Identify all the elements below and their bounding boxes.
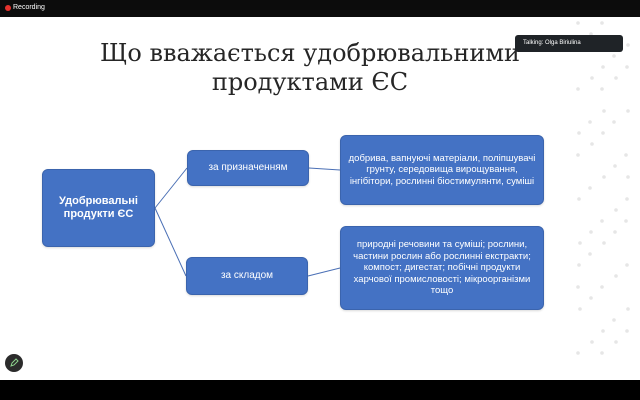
decorative-dot [600,351,604,355]
decorative-dot [612,318,616,322]
decorative-dot [577,131,581,135]
connector-root-b1 [154,167,188,209]
decorative-dot [601,65,605,69]
decorative-dot [613,230,617,234]
decorative-dot [624,219,628,223]
root-node: Удобрювальні продукти ЄС [42,169,155,247]
decorative-dot [601,131,605,135]
branch-node-composition: за складом [186,257,308,295]
decorative-dot [589,230,593,234]
shared-slide: Що вважається удобрювальними продуктами … [0,17,640,380]
decorative-dot [626,43,630,47]
decorative-dot [576,285,580,289]
decorative-dot [576,153,580,157]
decorative-dot [624,153,628,157]
decorative-dot [600,21,604,25]
decorative-dot [577,197,581,201]
decorative-dot [612,54,616,58]
connector-b1-d1 [308,167,341,171]
talking-indicator: Talking: Olga Biriulina [515,35,623,52]
decorative-dot [578,241,582,245]
decorative-dot [590,142,594,146]
decorative-dot [612,120,616,124]
decorative-dot [614,208,618,212]
connector-b2-d2 [307,267,341,277]
decorative-dot [578,307,582,311]
decorative-dot [614,76,618,80]
decorative-dot [602,175,606,179]
annotate-button[interactable] [5,354,23,372]
decorative-dot [626,175,630,179]
decorative-dot [614,274,618,278]
recording-label: Recording [13,4,45,11]
decorative-dot [576,21,580,25]
detail-node-composition: природні речовини та суміші; рослини, ча… [340,226,544,310]
decorative-dot [600,285,604,289]
decorative-dot [625,65,629,69]
decorative-dot [602,109,606,113]
decorative-dot [577,263,581,267]
record-dot-icon [5,5,11,11]
diagram-connectors [154,167,341,277]
decorative-dot [625,329,629,333]
decorative-dot [576,87,580,91]
decorative-dot [625,263,629,267]
pen-icon [10,358,19,367]
decorative-dot [625,197,629,201]
decorative-dot [601,329,605,333]
decorative-dot [613,164,617,168]
decorative-dot [600,87,604,91]
decorative-dot [590,340,594,344]
decorative-dot [589,296,593,300]
connector-root-b2 [154,207,187,277]
bottom-bar [0,380,640,400]
recording-bar: Recording [0,0,640,17]
decorative-dot [588,252,592,256]
decorative-dot [602,241,606,245]
decorative-dot [626,307,630,311]
decorative-dot [576,351,580,355]
decorative-dot [590,76,594,80]
decorative-dot [600,219,604,223]
detail-node-purpose: добрива, вапнуючі матеріали, поліпшувачі… [340,135,544,205]
decorative-dot [588,120,592,124]
decorative-dot [614,340,618,344]
branch-node-purpose: за призначенням [187,150,309,186]
decorative-dot [589,32,593,36]
decorative-dot [588,186,592,190]
slide-title: Що вважається удобрювальними продуктами … [99,39,521,96]
decorative-dot [626,109,630,113]
